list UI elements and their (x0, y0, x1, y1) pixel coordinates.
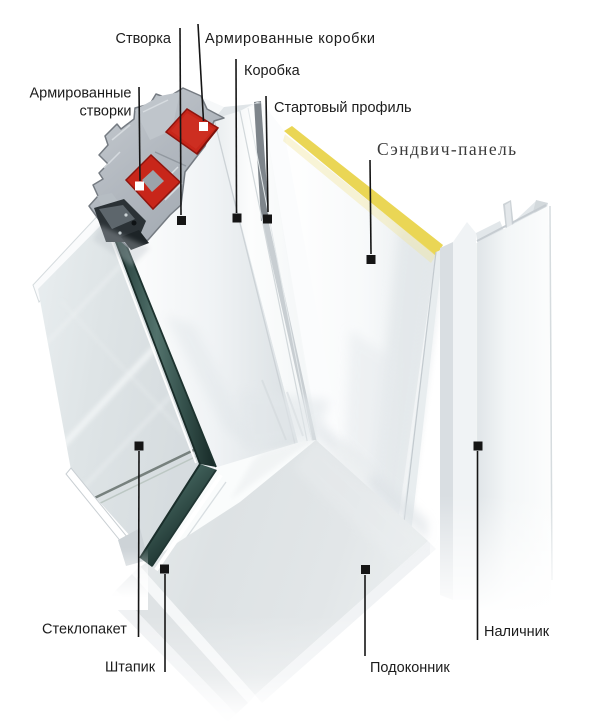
svg-text:Наличник: Наличник (484, 624, 550, 640)
svg-text:Коробка: Коробка (244, 63, 301, 79)
svg-text:Штапик: Штапик (105, 660, 156, 676)
svg-text:Армированные: Армированные (29, 86, 131, 102)
svg-text:створки: створки (79, 104, 131, 120)
svg-text:Стеклопакет: Стеклопакет (42, 622, 127, 638)
svg-text:Сэндвич-панель: Сэндвич-панель (377, 139, 518, 159)
svg-text:Армированные коробки: Армированные коробки (205, 31, 376, 47)
svg-text:Стартовый профиль: Стартовый профиль (274, 100, 412, 116)
svg-text:Подоконник: Подоконник (370, 660, 450, 676)
svg-text:Створка: Створка (115, 31, 171, 47)
